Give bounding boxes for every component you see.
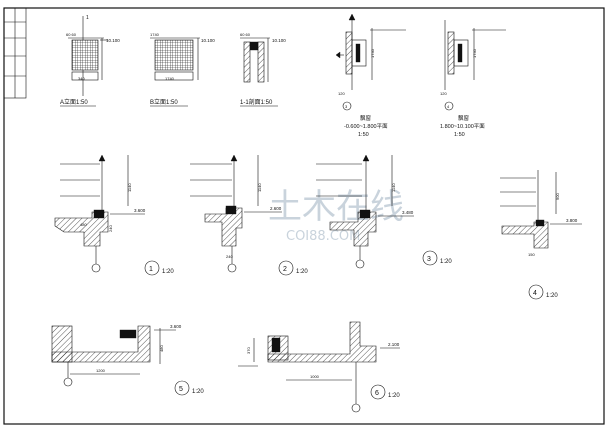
d2-scale: 1:20 bbox=[296, 269, 308, 275]
detail-2: 1140 2.600 240 2 1:20 bbox=[190, 154, 308, 276]
d6-dim-370: 370 bbox=[246, 347, 251, 354]
d6-number: 6 bbox=[375, 390, 379, 397]
detail-6: 2.100 370 1000 6 1:20 bbox=[238, 321, 400, 413]
plan1-sub: -0.600~1.800平面 bbox=[344, 123, 388, 130]
d5-dim-1200: 1200 bbox=[96, 368, 106, 373]
detail-5: 3.600 480 1200 5 1:20 bbox=[51, 324, 204, 396]
d5-scale: 1:20 bbox=[192, 389, 204, 395]
d1-dim-240: 240 bbox=[108, 225, 113, 232]
plan1-title: 飘窗 bbox=[360, 114, 372, 122]
d3-scale: 1:20 bbox=[440, 259, 452, 265]
d2-level: 2.600 bbox=[270, 206, 282, 211]
detail-4: 900 3.800 150 4 1:20 bbox=[500, 170, 582, 300]
d4-level: 3.800 bbox=[566, 218, 578, 223]
d2-dim-1140: 1140 bbox=[257, 183, 262, 192]
d4-dim-150: 150 bbox=[528, 252, 535, 257]
label-elev-b: B立面1:50 bbox=[150, 98, 178, 106]
d5-dim-480: 480 bbox=[159, 345, 164, 352]
plan2-scale: 1:50 bbox=[454, 132, 465, 138]
dim-1740-b-top: 1740 bbox=[150, 32, 160, 37]
d1-dim-480: 480 bbox=[80, 222, 87, 227]
detail-1: 1140 3.600 240 480 1 1:20 bbox=[54, 154, 174, 276]
section-1-1: 60 60 10.100 1-1剖面1:50 bbox=[240, 32, 286, 107]
elevation-b: 1740 10.100 1740 B立面1:50 bbox=[150, 32, 215, 107]
d5-number: 5 bbox=[179, 386, 183, 393]
bay-window-plan-1: 1740 3 120 飘窗 -0.600~1.800平面 1:50 bbox=[335, 13, 406, 138]
dim-1740-plan2: 1740 bbox=[472, 48, 477, 58]
d3-dim-1140: 1140 bbox=[391, 183, 396, 192]
plan2-mark: 4 bbox=[447, 104, 450, 109]
dim-340: 340 bbox=[78, 76, 85, 81]
dim-60-a: 60 60 bbox=[66, 32, 77, 37]
d3-level: 3.480 bbox=[402, 210, 414, 215]
d1-dim-1140: 1140 bbox=[127, 183, 132, 192]
d4-scale: 1:20 bbox=[546, 293, 558, 299]
d1-number: 1 bbox=[149, 266, 153, 273]
bay-window-plan-2: 1740 4 120 飘窗 1.800~10.100平面 1:50 bbox=[440, 20, 506, 138]
d2-dim-240: 240 bbox=[226, 254, 233, 259]
section-mark-a: 1 bbox=[86, 15, 89, 21]
elev-a-level: 10.100 bbox=[106, 38, 120, 43]
plan1-mark: 3 bbox=[345, 104, 348, 109]
elevation-a: 60 60 10.100 340 1 A立面1:50 bbox=[60, 15, 120, 107]
d4-number: 4 bbox=[533, 290, 537, 297]
watermark: 土木在线 COI88.COM bbox=[268, 187, 404, 244]
d6-dim-1000: 1000 bbox=[310, 374, 320, 379]
d6-scale: 1:20 bbox=[388, 393, 400, 399]
watermark-cn: 土木在线 bbox=[268, 187, 404, 227]
dim-60-c: 60 60 bbox=[240, 32, 251, 37]
section-level: 10.100 bbox=[272, 38, 286, 43]
plan1-scale: 1:50 bbox=[358, 132, 369, 138]
sheet-border bbox=[3, 7, 605, 425]
label-elev-a: A立面1:50 bbox=[60, 98, 88, 106]
detail-3: 1140 3.480 3 1:20 bbox=[316, 154, 452, 269]
dim-120-plan1: 120 bbox=[338, 91, 345, 96]
d1-level: 3.600 bbox=[134, 208, 146, 213]
d2-number: 2 bbox=[283, 266, 287, 273]
elev-b-level: 10.100 bbox=[201, 38, 215, 43]
plan2-sub: 1.800~10.100平面 bbox=[440, 123, 485, 130]
plan2-title: 飘窗 bbox=[458, 114, 470, 122]
dim-1740-plan1: 1740 bbox=[370, 48, 375, 58]
dim-1740-b: 1740 bbox=[165, 76, 175, 81]
d3-number: 3 bbox=[427, 256, 431, 263]
label-section-11: 1-1剖面1:50 bbox=[240, 98, 273, 106]
d1-scale: 1:20 bbox=[162, 269, 174, 275]
watermark-en: COI88.COM bbox=[286, 229, 360, 244]
dim-120-plan2: 120 bbox=[440, 91, 447, 96]
d4-dim-900: 900 bbox=[555, 193, 560, 200]
d5-level: 3.600 bbox=[170, 324, 182, 329]
d6-level: 2.100 bbox=[388, 342, 400, 347]
